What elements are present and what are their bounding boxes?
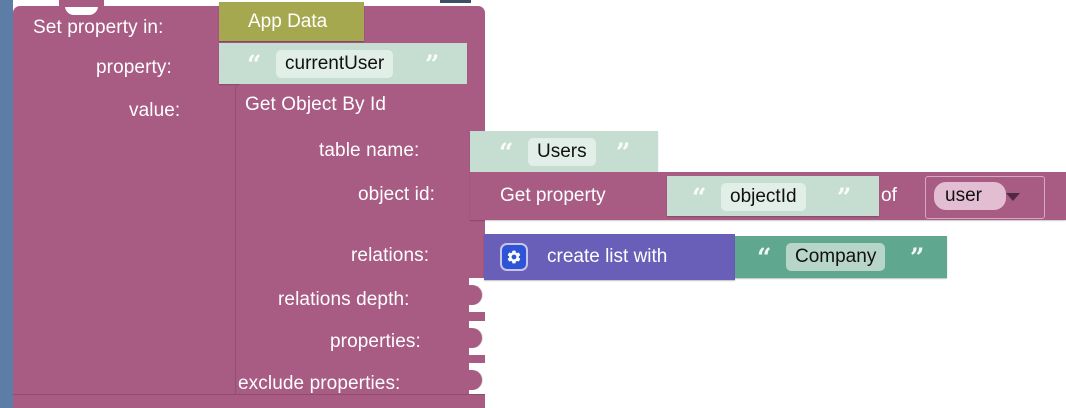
block-top-notch xyxy=(59,0,104,15)
row-label-relations: relations: xyxy=(351,245,430,266)
get-property-title: Get property xyxy=(500,185,606,206)
socket-relations-depth-empty[interactable] xyxy=(469,278,485,312)
close-quote-glyph: ” xyxy=(837,183,852,212)
get-object-by-id-block[interactable]: Get Object By Id table name: object id: … xyxy=(236,84,485,402)
string-block-object-id[interactable]: “ objectId ” xyxy=(667,176,879,216)
set-property-value-label: value: xyxy=(129,100,181,121)
row-label-object-id: object id: xyxy=(358,184,436,205)
close-quote-glyph: ” xyxy=(616,138,631,167)
string-field-object-id[interactable]: objectId xyxy=(721,183,806,211)
gear-icon[interactable] xyxy=(500,243,528,271)
close-quote-glyph: ” xyxy=(425,50,440,79)
set-property-property-label: property: xyxy=(96,57,172,78)
open-quote-glyph: “ xyxy=(247,50,262,79)
socket-target[interactable] xyxy=(208,7,222,41)
get-object-title: Get Object By Id xyxy=(245,94,386,115)
get-property-of-label: of xyxy=(881,185,897,206)
socket-property-name[interactable] xyxy=(654,179,668,213)
close-quote-glyph: ” xyxy=(910,243,925,272)
row-label-properties: properties: xyxy=(330,331,421,352)
socket-list-item-0[interactable] xyxy=(722,240,736,274)
app-data-block[interactable]: App Data xyxy=(219,2,364,41)
socket-object[interactable] xyxy=(912,179,926,213)
row-label-exclude-properties: exclude properties: xyxy=(238,373,401,394)
string-field-current-user[interactable]: currentUser xyxy=(276,50,394,78)
create-list-title: create list with xyxy=(547,246,668,267)
chevron-down-icon[interactable] xyxy=(1006,193,1020,201)
string-block-current-user[interactable]: “ currentUser ” xyxy=(219,43,467,84)
set-property-title: Set property in: xyxy=(33,17,164,38)
socket-value[interactable] xyxy=(208,90,222,124)
socket-property[interactable] xyxy=(208,47,222,81)
socket-exclude-properties-empty[interactable] xyxy=(469,363,485,397)
string-block-users[interactable]: “ Users ” xyxy=(470,131,658,172)
socket-properties-empty[interactable] xyxy=(469,321,485,355)
string-block-company[interactable]: “ Company ” xyxy=(735,236,947,278)
get-property-block[interactable]: Get property of “ objectId ” user xyxy=(470,172,1066,220)
app-data-label: App Data xyxy=(248,11,328,32)
socket-relations[interactable] xyxy=(471,235,485,269)
variable-dropdown-user[interactable]: user xyxy=(934,182,1006,210)
open-quote-glyph: “ xyxy=(692,183,707,212)
string-field-users[interactable]: Users xyxy=(528,138,596,166)
open-quote-glyph: “ xyxy=(499,138,514,167)
block-bottom-notch xyxy=(52,395,86,403)
row-label-table-name: table name: xyxy=(319,140,420,161)
block-bottom-edge xyxy=(13,394,485,408)
string-field-company[interactable]: Company xyxy=(786,243,886,271)
open-quote-glyph: “ xyxy=(757,243,772,272)
create-list-block[interactable]: create list with xyxy=(484,234,735,280)
row-label-relations-depth: relations depth: xyxy=(278,289,410,310)
workspace-left-gutter xyxy=(0,0,13,408)
workspace-top-edge-line xyxy=(440,0,471,3)
